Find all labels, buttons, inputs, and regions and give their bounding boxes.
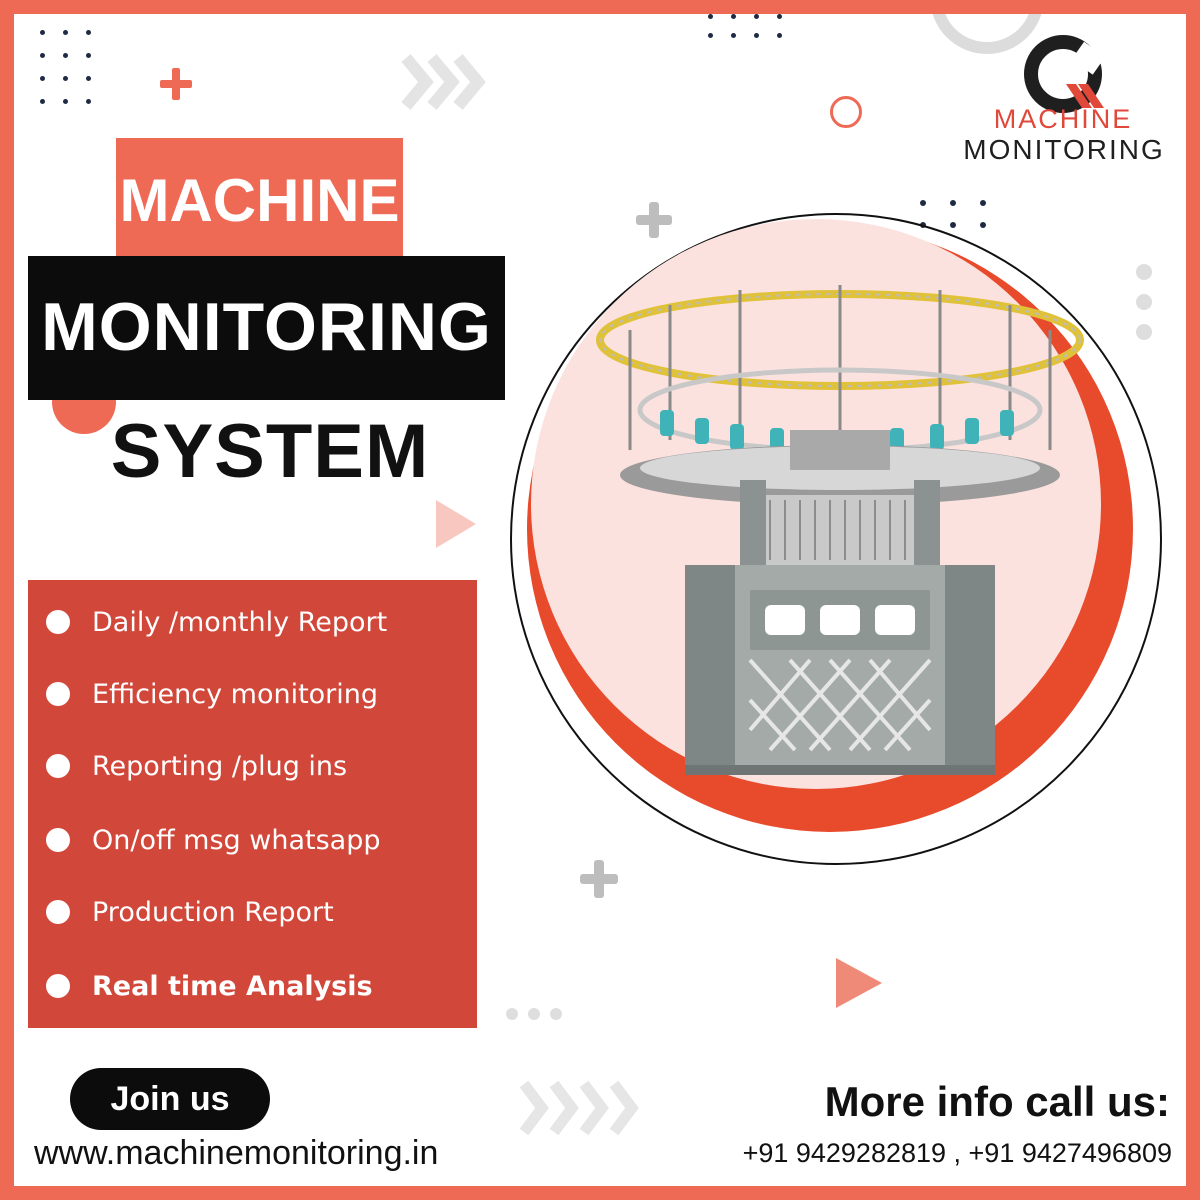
- bullet-icon: [46, 610, 70, 634]
- features-panel: Daily /monthly Report Efficiency monitor…: [28, 580, 477, 1028]
- bullet-icon: [46, 754, 70, 778]
- headline-monitoring-tag: [28, 256, 505, 400]
- feature-label: Daily /monthly Report: [92, 606, 388, 638]
- bullet-icon: [46, 682, 70, 706]
- feature-item: Efficiency monitoring: [46, 674, 378, 714]
- dot-grid-icon: [708, 14, 782, 38]
- triangle-decoration-icon: [836, 958, 882, 1008]
- headline-line-2: MONITORING: [41, 289, 492, 365]
- headline-line-3: SYSTEM: [110, 409, 430, 494]
- ring-decoration-icon: [830, 96, 862, 128]
- contact-title: More info call us:: [824, 1078, 1170, 1125]
- triangle-decoration-icon: [436, 500, 476, 548]
- headline-line-1: MACHINE: [119, 167, 400, 234]
- feature-label: On/off msg whatsapp: [92, 824, 381, 856]
- feature-label: Production Report: [92, 896, 334, 928]
- headline-machine-tag: [116, 138, 403, 268]
- feature-label: Efficiency monitoring: [92, 678, 379, 710]
- feature-item: Daily /monthly Report: [46, 602, 387, 642]
- feature-item: On/off msg whatsapp: [46, 820, 380, 860]
- website-link[interactable]: www.machinemonitoring.in: [34, 1134, 439, 1172]
- bullet-icon: [46, 900, 70, 924]
- dot-grid-icon: [40, 30, 91, 104]
- dot-column-icon: [1136, 264, 1152, 340]
- chevron-right-icon: [519, 1080, 639, 1136]
- feature-label: Real time Analysis: [92, 970, 373, 1002]
- chevron-right-icon: [401, 54, 486, 110]
- join-us-button[interactable]: Join us: [70, 1068, 270, 1130]
- machine-circle-outline: [510, 213, 1162, 865]
- bullet-icon: [46, 974, 70, 998]
- plus-icon: [580, 860, 618, 898]
- plus-icon: [636, 202, 672, 238]
- plus-icon: [160, 68, 192, 100]
- machine-monitoring-logo-icon: [1024, 35, 1106, 113]
- feature-item: Production Report: [46, 892, 334, 932]
- feature-label: Reporting /plug ins: [92, 750, 348, 782]
- feature-item: Real time Analysis: [46, 966, 373, 1006]
- feature-item: Reporting /plug ins: [46, 746, 347, 786]
- brand-line-1: MACHINE: [993, 104, 1133, 134]
- brand-line-2: MONITORING: [963, 134, 1165, 165]
- contact-phones: +91 9429282819 , +91 9427496809: [742, 1138, 1172, 1168]
- dot-grid-icon: [920, 200, 986, 228]
- bullet-icon: [46, 828, 70, 852]
- dot-row-icon: [506, 1008, 562, 1020]
- knitting-machine-illustration: [596, 285, 1084, 775]
